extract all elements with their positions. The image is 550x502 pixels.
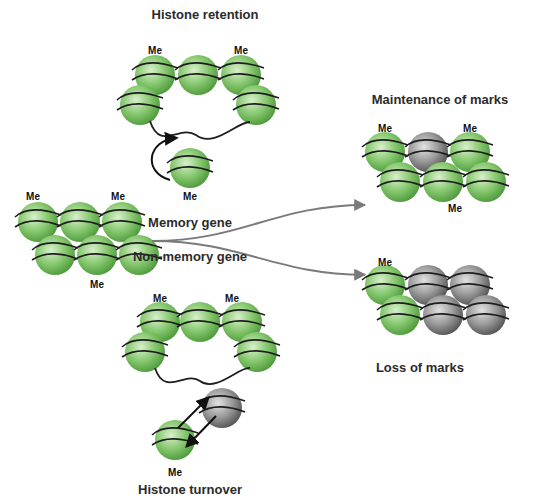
nucleosome — [463, 295, 509, 335]
nucleosome-group: Maintenance of marksMeMeMe — [365, 88, 530, 218]
group-heading: Loss of marks — [376, 361, 464, 375]
exchange-arrow — [178, 398, 208, 428]
nucleosome — [233, 85, 279, 125]
methyl-mark: Me — [378, 257, 392, 268]
nucleosome — [377, 295, 423, 335]
nucleosome — [32, 235, 78, 275]
nucleosome-group: MeLoss of marks — [365, 250, 530, 380]
nucleosome — [234, 332, 280, 372]
methyl-mark: Me — [463, 123, 477, 134]
nucleosome — [175, 55, 221, 95]
nucleosome-cluster — [117, 55, 279, 188]
nucleosome — [420, 162, 466, 202]
group-heading: Histone retention — [152, 8, 259, 22]
methyl-mark: Me — [378, 123, 392, 134]
nucleosome-cluster — [362, 265, 509, 335]
methyl-mark: Me — [448, 203, 462, 214]
methyl-mark: Me — [26, 191, 40, 202]
methyl-mark: Me — [225, 293, 239, 304]
exchange-arrow — [187, 416, 216, 446]
nucleosome — [167, 148, 213, 188]
arrow-label: Non-memory gene — [133, 249, 247, 264]
methyl-mark: Me — [183, 191, 197, 202]
nucleosome-group: Histone retentionMeMeMe — [118, 4, 293, 209]
group-heading: Maintenance of marks — [372, 93, 509, 107]
nucleosome-cluster — [15, 202, 162, 275]
nucleosome — [122, 332, 168, 372]
nucleosome — [74, 235, 120, 275]
nucleosome — [152, 420, 198, 460]
methyl-mark: Me — [111, 191, 125, 202]
nucleosome — [199, 388, 245, 428]
nucleosome-group: MeMeMe — [8, 186, 152, 296]
nucleosome — [463, 162, 509, 202]
dna-loop — [155, 368, 250, 384]
methyl-mark: Me — [168, 467, 182, 478]
dna-loop — [150, 121, 250, 139]
nucleosome-group: MeMeMeHistone turnover — [118, 288, 293, 500]
methyl-mark: Me — [153, 293, 167, 304]
nucleosome-cluster — [362, 132, 509, 202]
methyl-mark: Me — [148, 45, 162, 56]
retention-arrow — [152, 138, 176, 180]
methyl-mark: Me — [90, 279, 104, 290]
arrow-label: Memory gene — [148, 215, 232, 230]
nucleosome — [117, 85, 163, 125]
nucleosome — [177, 302, 223, 342]
nucleosome — [420, 295, 466, 335]
group-heading: Histone turnover — [138, 483, 242, 497]
methyl-mark: Me — [234, 45, 248, 56]
nucleosome — [377, 162, 423, 202]
nucleosome-cluster — [122, 302, 280, 460]
